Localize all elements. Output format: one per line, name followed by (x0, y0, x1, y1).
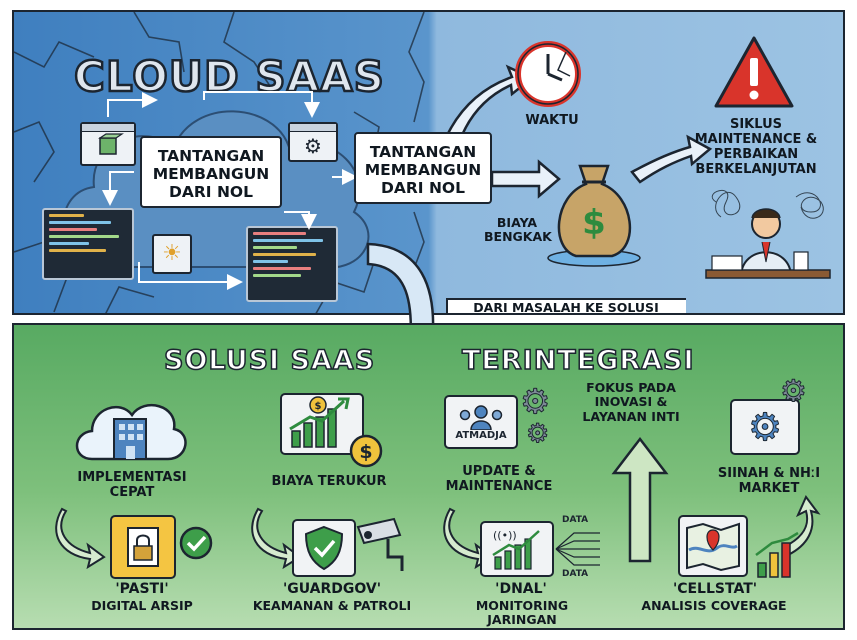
window-gear: ⚙ (288, 122, 338, 162)
solution-title-right: TERINTEGRASI (461, 344, 695, 377)
code-window-left (42, 208, 134, 280)
transition-banner (446, 298, 686, 313)
gear-icon-small: ⚙ (525, 419, 550, 449)
growth-chart-coin-icon: $ (280, 393, 364, 455)
shield-icon (292, 519, 356, 577)
page-title: CLOUD SAAS (73, 51, 385, 103)
gear-icon: ⚙ (304, 134, 322, 158)
up-arrow-icon (611, 436, 669, 563)
svg-text:$: $ (582, 203, 606, 243)
data-label-bottom: DATA (562, 569, 589, 579)
challenge-box-left: TANTANGAN MEMBANGUN DARI NOL (140, 136, 282, 208)
gears-icon: ⚙ (730, 399, 800, 455)
bar-chart-icon (755, 531, 799, 578)
gear-icon: ⚙ (519, 382, 551, 422)
locked-file-icon (110, 515, 176, 579)
benefit-label-1: IMPLEMENTASI CEPAT (77, 470, 187, 500)
product-name-2: 'GUARDGOV' (282, 581, 382, 597)
benefit-label-3: UPDATE & MAINTENANCE (445, 464, 553, 494)
biaya-label: BIAYA BENGKAK (484, 215, 552, 245)
benefit-label-5: SIINAH & NHːI MARKET (717, 466, 821, 496)
product-name-3: 'DNAL' (495, 581, 547, 597)
broken-clock-icon (515, 41, 581, 107)
siklus-label: SIKLUS MAINTENANCE & PERBAIKAN BERKELANJ… (694, 117, 818, 177)
product-desc-2: KEAMANAN & PATROLI (252, 598, 412, 613)
cube-icon (98, 133, 124, 155)
problem-panel: CLOUD SAAS ⚙ ☀ (12, 10, 845, 315)
solution-title-left: SOLUSI SAAS (163, 344, 376, 377)
waktu-label: WAKTU (525, 113, 579, 128)
benefit-label-4: FOKUS PADA INOVASI & LAYANAN INTI (582, 380, 680, 424)
atmadja-badge: ATMADJA (455, 429, 507, 441)
team-gears-icon: ATMADJA (444, 395, 518, 449)
data-label-top: DATA (562, 515, 589, 525)
map-chart-icon (678, 515, 748, 577)
data-lines-icon (555, 532, 600, 566)
warning-icon (714, 36, 794, 108)
window-cube (80, 122, 136, 166)
product-desc-1: DIGITAL ARSIP (91, 598, 193, 613)
money-bag-icon: $ (547, 164, 641, 267)
transition-label: DARI MASALAH KE SOLUSI (473, 300, 659, 315)
svg-text:$: $ (359, 441, 372, 463)
cloud-building-icon (75, 404, 187, 461)
check-icon (179, 526, 213, 560)
challenge-box-right: TANTANGAN MEMBANGUN DARI NOL (354, 132, 492, 204)
svg-text:$: $ (315, 401, 322, 412)
lightbulb-icon: ☀ (162, 241, 182, 266)
gear-icon-outer: ⚙ (780, 374, 808, 409)
solution-panel: SOLUSI SAAS TERINTEGRASI IMPLEMENTASI CE… (12, 323, 845, 630)
product-desc-4: ANALISIS COVERAGE (641, 598, 787, 613)
product-name-4: 'CELLSTAT' (672, 581, 758, 597)
crack-lines (14, 12, 425, 313)
product-name-1: 'PASTI' (115, 581, 169, 597)
product-desc-3: MONITORING JARINGAN (475, 598, 569, 628)
security-camera-icon (356, 517, 404, 571)
coin-icon: $ (349, 434, 383, 468)
benefit-label-2: BIAYA TERUKUR (271, 474, 387, 489)
svg-text:((•)): ((•)) (493, 529, 517, 542)
stressed-worker-icon (705, 189, 831, 279)
window-badge: ☀ (152, 234, 192, 274)
code-window-right (246, 226, 338, 302)
network-monitor-icon: ((•)) (480, 521, 554, 577)
